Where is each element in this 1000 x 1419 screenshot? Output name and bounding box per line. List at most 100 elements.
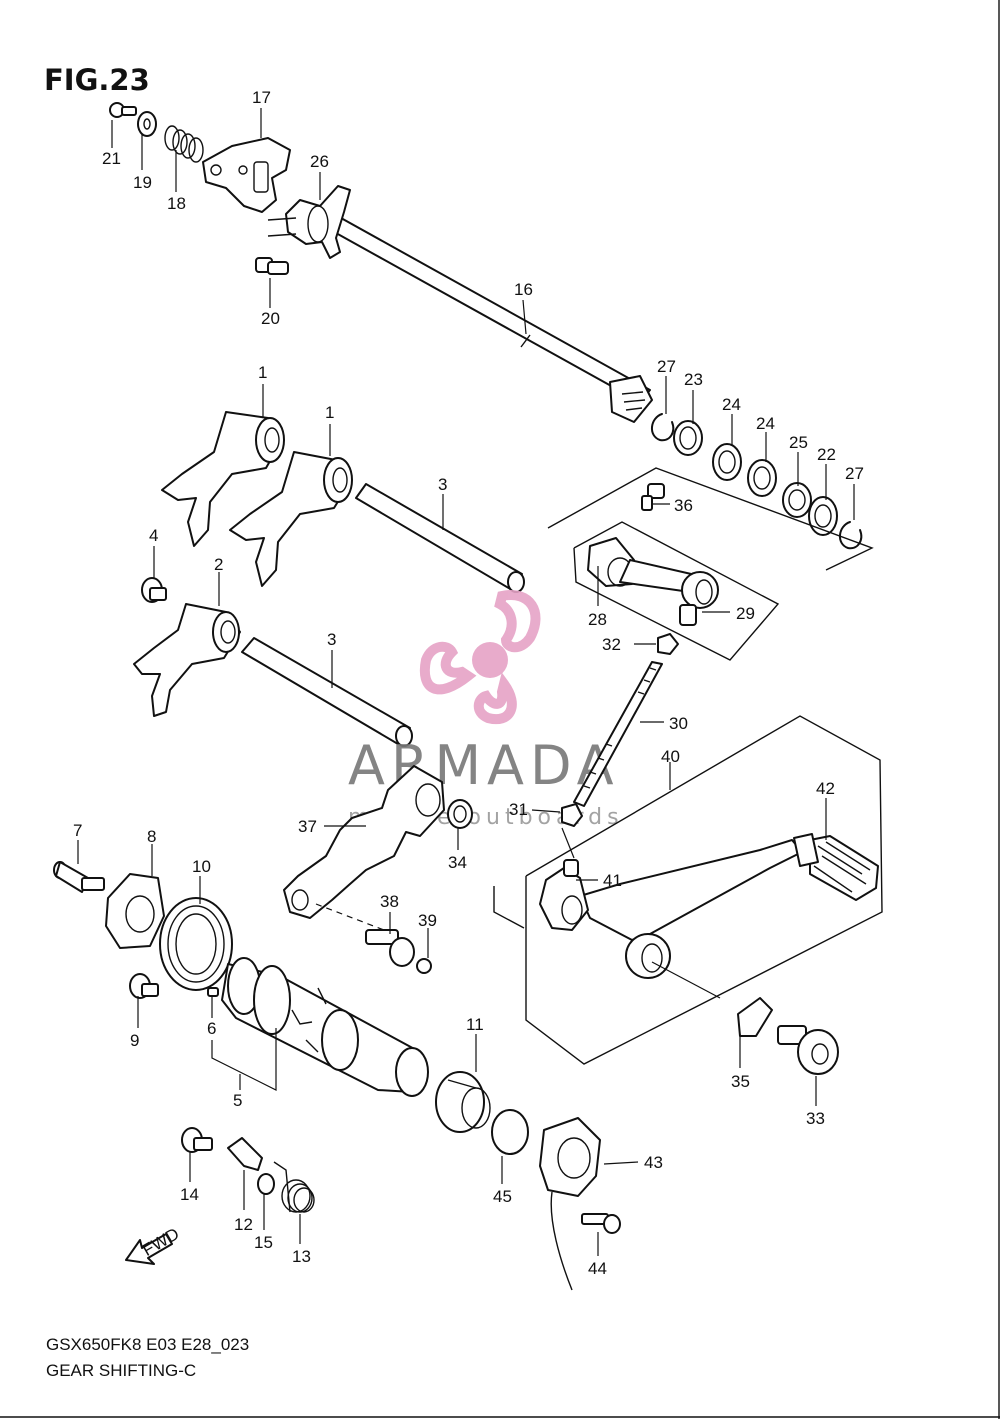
- shift-forks: [133, 411, 353, 717]
- callout-23: 23: [684, 370, 703, 389]
- part-17-plate: [202, 137, 291, 213]
- callout-6: 6: [207, 1019, 216, 1038]
- callout-2: 2: [214, 555, 223, 574]
- part-20-bolt: [255, 257, 289, 275]
- part-33-bolt: [777, 1025, 839, 1075]
- part-30-rod: [573, 661, 663, 807]
- part-38-bolt: [365, 929, 415, 967]
- callout-34: 34: [448, 853, 467, 872]
- part-1-fork-b: [229, 451, 353, 587]
- propeller-blade-icon: [473, 672, 517, 725]
- part-39-cap: [416, 958, 432, 974]
- callout-3-b: 3: [327, 630, 336, 649]
- part-37-bracket: [283, 765, 445, 919]
- callout-8: 8: [147, 827, 156, 846]
- part-26-shaft-arm: [285, 185, 351, 259]
- part-44-bolt: [581, 1213, 621, 1234]
- callout-12: 12: [234, 1215, 253, 1234]
- part-1-fork-a: [161, 411, 285, 547]
- part-2-fork: [133, 603, 241, 717]
- part-22-washer: [808, 496, 838, 536]
- part-14-bolt: [181, 1127, 213, 1153]
- callout-24-b: 24: [756, 414, 775, 433]
- model-code: GSX650FK8 E03 E28_023: [46, 1335, 249, 1354]
- part-28-link-arm: [587, 537, 719, 626]
- callout-21: 21: [102, 149, 121, 168]
- figure-title: FIG.23: [44, 63, 150, 97]
- callout-24-a: 24: [722, 395, 741, 414]
- callout-40: 40: [661, 747, 680, 766]
- callout-14: 14: [180, 1185, 199, 1204]
- part-6-pin: [207, 987, 219, 997]
- propeller-hub-icon: [472, 642, 508, 678]
- callout-39: 39: [418, 911, 437, 930]
- part-7-pin: [53, 861, 105, 893]
- callout-16: 16: [514, 280, 533, 299]
- part-19-washer: [137, 111, 157, 137]
- leader-lines: [77, 108, 855, 1256]
- callout-11: 11: [466, 1015, 484, 1034]
- callout-labels: 17 26 21 19 18 20 16 27 23 24 24 25 22 2…: [73, 88, 864, 1278]
- propeller-blade-icon: [494, 590, 541, 653]
- figure-caption: GEAR SHIFTING-C: [46, 1361, 196, 1380]
- part-16-shift-shaft: [317, 212, 651, 403]
- part-32-nut: [657, 633, 679, 655]
- shaft-spline-end: [609, 375, 653, 423]
- part-43-sensor: [539, 1117, 601, 1291]
- part-15-washer: [257, 1173, 275, 1195]
- callout-26: 26: [310, 152, 329, 171]
- callout-5: 5: [233, 1091, 242, 1110]
- part-34-washer: [447, 799, 473, 829]
- part-31-nut: [561, 803, 583, 827]
- callout-7: 7: [73, 821, 82, 840]
- propeller-blade-icon: [419, 641, 477, 695]
- callout-27-top: 27: [657, 357, 676, 376]
- part-24-bearing-b: [747, 459, 777, 497]
- callout-35: 35: [731, 1072, 750, 1091]
- callout-30: 30: [669, 714, 688, 733]
- callout-45: 45: [493, 1187, 512, 1206]
- callout-18: 18: [167, 194, 186, 213]
- callout-3-a: 3: [438, 475, 447, 494]
- callout-29: 29: [736, 604, 755, 623]
- part-8-cam-plate: [105, 873, 165, 949]
- callout-43: 43: [644, 1153, 663, 1172]
- fwd-label: FWD: [139, 1224, 182, 1260]
- link-subassembly-box: [547, 467, 874, 661]
- part-13-spring: [273, 1161, 315, 1213]
- callout-19: 19: [133, 173, 152, 192]
- shift-shaft-assembly: [109, 102, 863, 550]
- callout-28: 28: [588, 610, 607, 629]
- callout-10: 10: [192, 857, 211, 876]
- watermark-name: ARMADA: [348, 734, 620, 797]
- callout-33: 33: [806, 1109, 825, 1128]
- fwd-arrow-icon: FWD: [125, 1224, 182, 1265]
- part-4-bolt: [141, 577, 167, 603]
- part-45-oring: [491, 1109, 529, 1155]
- part-35-clip: [737, 997, 773, 1037]
- callout-22: 22: [817, 445, 836, 464]
- part-25-seal: [782, 482, 812, 518]
- part-27-circlip-left: [651, 413, 675, 442]
- part-3-fork-shaft-b: [241, 637, 413, 747]
- part-3-fork-shaft-a: [355, 483, 525, 593]
- part-23-washer: [673, 420, 703, 456]
- callout-15: 15: [254, 1233, 273, 1252]
- callout-13: 13: [292, 1247, 311, 1266]
- callout-44: 44: [588, 1259, 607, 1278]
- callout-27-right: 27: [845, 464, 864, 483]
- part-27-circlip-right: [839, 521, 863, 550]
- callout-37: 37: [298, 817, 317, 836]
- part-36-bolt: [641, 483, 665, 511]
- part-42-shift-lever: [579, 833, 879, 979]
- callout-4: 4: [149, 526, 158, 545]
- callout-9: 9: [130, 1031, 139, 1050]
- part-10-bearing: [159, 897, 233, 991]
- callout-32: 32: [602, 635, 621, 654]
- part-5-shift-drum: [221, 957, 429, 1097]
- part-11-needle-bearing: [435, 1071, 491, 1133]
- callout-25: 25: [789, 433, 808, 452]
- callout-38: 38: [380, 892, 399, 911]
- callout-1-b: 1: [325, 403, 334, 422]
